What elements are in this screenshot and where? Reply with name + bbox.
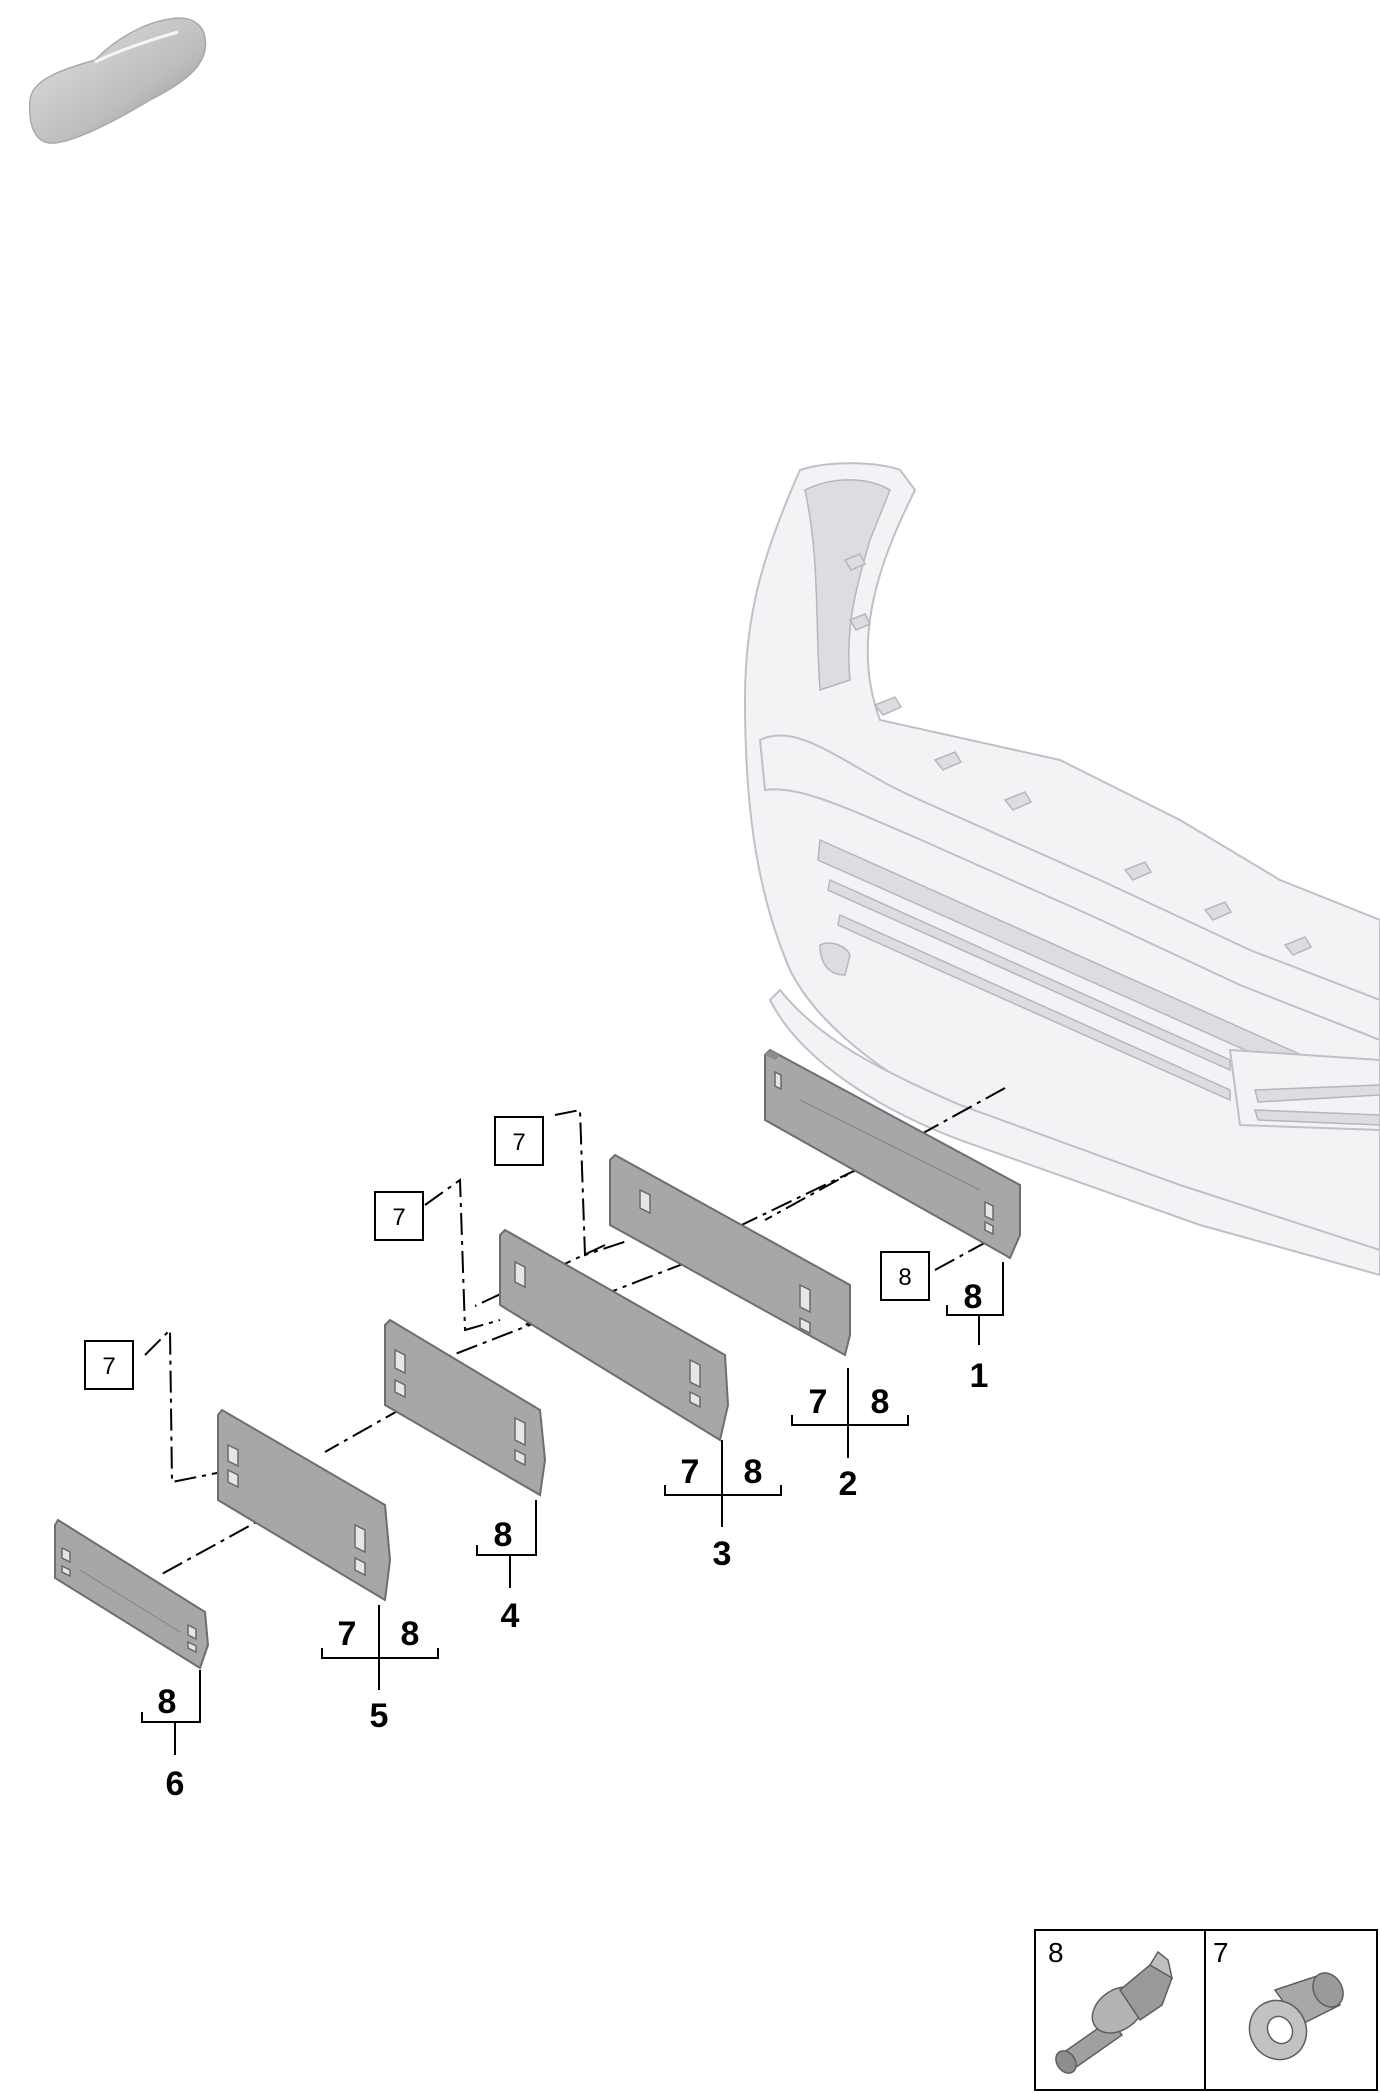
callout-2[interactable]: 7 8 2 <box>791 1368 909 1503</box>
boxed-ref-7-top[interactable]: 7 <box>494 1116 544 1166</box>
legend-label-8: 8 <box>1048 1937 1064 1968</box>
front-bumper-illustration <box>743 462 1380 1277</box>
grommet-nut-icon <box>1248 1972 1344 2061</box>
plate-bracket-5[interactable] <box>217 1408 392 1602</box>
sub-label-8: 8 <box>744 1453 763 1491</box>
part-number-1: 1 <box>970 1357 989 1395</box>
callout-5[interactable]: 7 8 5 <box>321 1605 439 1735</box>
legend-item-7[interactable]: 7 <box>1213 1937 1349 2070</box>
part-number-3: 3 <box>713 1535 732 1573</box>
boxed-ref-label: 7 <box>392 1204 405 1231</box>
part-number-4: 4 <box>501 1597 520 1635</box>
sub-label-7: 7 <box>809 1383 828 1421</box>
plate-bracket-2[interactable] <box>609 1153 851 1357</box>
callout-1[interactable]: 8 1 <box>946 1262 1004 1395</box>
sub-label-7: 7 <box>681 1453 700 1491</box>
callout-3[interactable]: 7 8 3 <box>664 1440 782 1573</box>
boxed-ref-7-mid[interactable]: 7 <box>374 1191 424 1241</box>
boxed-ref-label: 8 <box>898 1264 911 1291</box>
callout-4[interactable]: 8 4 <box>476 1500 537 1635</box>
callout-6[interactable]: 8 6 <box>141 1670 201 1803</box>
sub-label-8: 8 <box>494 1516 513 1554</box>
fastener-legend: 8 7 <box>1034 1929 1378 2091</box>
car-thumbnail-icon[interactable] <box>28 17 207 144</box>
legend-item-8[interactable]: 8 <box>1048 1937 1174 2077</box>
boxed-ref-8[interactable]: 8 <box>880 1251 930 1301</box>
plate-bracket-3[interactable] <box>499 1228 730 1442</box>
boxed-ref-7-left[interactable]: 7 <box>84 1340 134 1390</box>
sub-label-8: 8 <box>871 1383 890 1421</box>
plate-bracket-4[interactable] <box>384 1318 547 1497</box>
sub-label-8: 8 <box>158 1683 177 1721</box>
sub-label-7: 7 <box>338 1615 357 1653</box>
plate-bracket-6[interactable] <box>54 1518 210 1670</box>
part-number-2: 2 <box>839 1465 858 1503</box>
boxed-ref-label: 7 <box>512 1129 525 1156</box>
boxed-ref-label: 7 <box>102 1353 115 1380</box>
plate-bracket-1[interactable] <box>764 1048 1021 1260</box>
sub-label-8: 8 <box>401 1615 420 1653</box>
sub-label-8: 8 <box>964 1278 983 1316</box>
push-rivet-icon <box>1055 1950 1174 2074</box>
part-number-6: 6 <box>166 1765 185 1803</box>
legend-label-7: 7 <box>1213 1937 1229 1968</box>
part-number-5: 5 <box>370 1697 389 1735</box>
